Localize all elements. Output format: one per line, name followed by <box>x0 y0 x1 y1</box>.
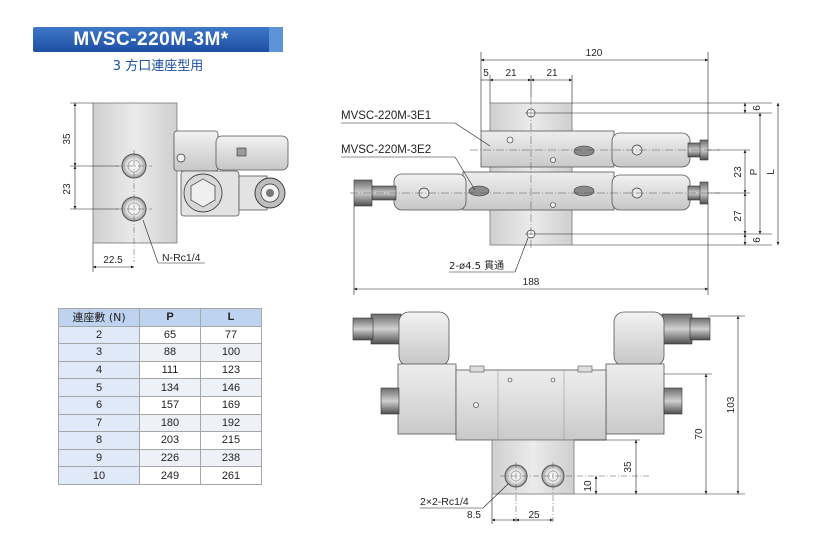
dim-103: 103 <box>726 396 737 413</box>
cell-l: 215 <box>200 431 262 450</box>
side-view: 35 23 22.5 N-Rc1/4 <box>62 102 289 272</box>
dim-23-left: 23 <box>62 183 73 195</box>
dim-6-top: 6 <box>752 105 763 111</box>
cell-p: 180 <box>139 413 201 433</box>
dim-188: 188 <box>523 277 540 288</box>
hole-label: 2-ø4.5 貫通 <box>449 260 504 272</box>
cell-n: 8 <box>58 431 140 450</box>
dim-p: P <box>749 168 760 175</box>
dim-27: 27 <box>733 210 744 222</box>
cell-l: 77 <box>200 325 262 345</box>
cell-n: 4 <box>58 360 140 380</box>
cell-l: 238 <box>200 448 262 468</box>
model-label-e2: MVSC-220M-3E2 <box>341 144 431 156</box>
cell-l: 123 <box>200 360 262 380</box>
dim-22-5: 22.5 <box>103 255 123 266</box>
cell-l: 192 <box>200 413 262 433</box>
dim-35-left: 35 <box>62 133 73 145</box>
cell-p: 134 <box>139 378 201 397</box>
cell-l: 261 <box>200 466 262 485</box>
port-label-2x2-rc: 2×2-Rc1/4 <box>420 496 469 508</box>
dim-l: L <box>766 169 777 175</box>
model-label-e1: MVSC-220M-3E1 <box>341 110 431 122</box>
fitting-icon <box>689 317 711 341</box>
cell-l: 100 <box>200 343 262 362</box>
cell-p: 157 <box>139 395 201 415</box>
top-view: 120 5 21 21 6 23 27 P L 6 MVSC-220M-3E1 … <box>341 48 780 295</box>
cell-n: 5 <box>58 378 140 397</box>
dim-5: 5 <box>483 68 489 79</box>
cell-n: 2 <box>58 325 140 345</box>
front-view: 103 70 35 10 8.5 25 2×2-Rc1/4 <box>352 311 745 524</box>
header-l: L <box>200 308 262 327</box>
cell-n: 10 <box>58 466 140 485</box>
cell-p: 65 <box>139 325 201 345</box>
cell-l: 169 <box>200 395 262 415</box>
table-header-row: 連座數 (N) P L <box>58 308 262 327</box>
dim-120: 120 <box>586 48 603 59</box>
dim-21-a: 21 <box>505 68 517 79</box>
cell-p: 203 <box>139 431 201 450</box>
title-bar: MVSC-220M-3M* <box>33 27 283 52</box>
header-stations: 連座數 (N) <box>58 308 140 327</box>
fitting-icon <box>352 317 374 341</box>
port-label-n-rc: N-Rc1/4 <box>162 252 201 264</box>
model-title: MVSC-220M-3M* <box>73 29 229 50</box>
cell-n: 3 <box>58 343 140 362</box>
cell-n: 6 <box>58 395 140 415</box>
fitting-icon <box>663 387 683 415</box>
dim-21-b: 21 <box>546 68 558 79</box>
cell-l: 146 <box>200 378 262 397</box>
cell-p: 249 <box>139 466 201 485</box>
dim-25: 25 <box>528 510 540 521</box>
dim-6-bottom: 6 <box>752 237 763 243</box>
cell-n: 9 <box>58 448 140 468</box>
dim-35-front: 35 <box>623 461 634 473</box>
header-p: P <box>139 308 201 327</box>
dim-23-top: 23 <box>733 166 744 178</box>
dim-8-5: 8.5 <box>467 510 481 521</box>
cell-p: 226 <box>139 448 201 468</box>
cell-p: 111 <box>139 360 201 380</box>
dim-10: 10 <box>583 480 594 492</box>
dim-70: 70 <box>694 428 705 440</box>
subtitle: 3 方口連座型用 <box>112 59 204 74</box>
fitting-icon <box>380 387 400 415</box>
cell-p: 88 <box>139 343 201 362</box>
cell-n: 7 <box>58 413 140 433</box>
